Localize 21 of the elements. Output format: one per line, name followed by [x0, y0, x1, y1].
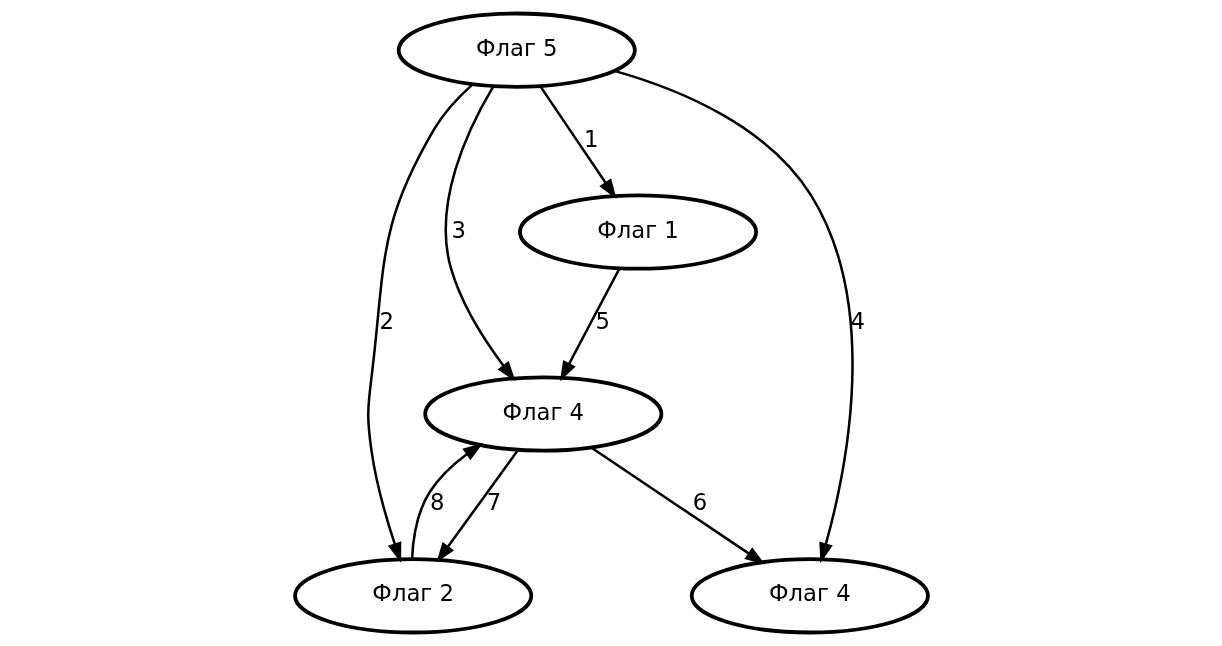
node-ellipse: Флаг 1: [517, 193, 758, 271]
node-ellipse: Флаг 4: [422, 375, 663, 453]
arrow: [444, 85, 515, 382]
edge-label: 4: [850, 307, 865, 334]
node-ellipse: Флаг 4: [689, 557, 930, 635]
arrow: [559, 267, 621, 382]
edge-label: 8: [429, 489, 444, 516]
edge-label: 1: [583, 125, 599, 152]
arrow: [590, 446, 765, 565]
arrow: [410, 443, 483, 560]
arrow: [538, 85, 617, 200]
arrow: [435, 449, 519, 563]
arrow: [366, 83, 473, 563]
edge-label: 7: [486, 489, 501, 516]
edge-label: 2: [378, 307, 394, 334]
arrow: [613, 69, 854, 563]
node-ellipse: Флаг 5: [396, 11, 637, 89]
edge-label: 5: [594, 307, 610, 334]
edge-label: 6: [692, 489, 707, 516]
node-ellipse: Флаг 2: [292, 557, 533, 635]
edge-label: 3: [450, 216, 466, 243]
